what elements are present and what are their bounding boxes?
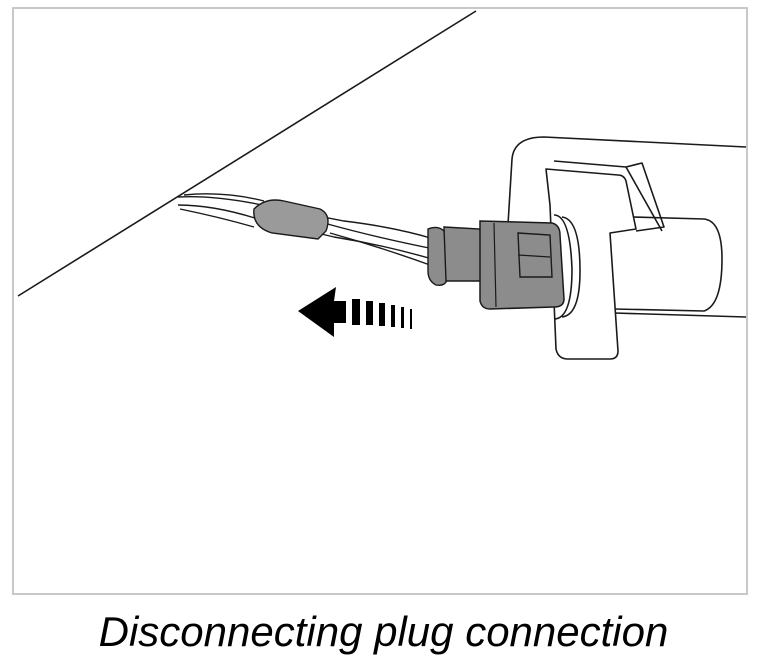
plug-body-middle [443,226,483,282]
left-arrow-icon [298,287,412,337]
sensor-housing [505,136,746,360]
figure-caption: Disconnecting plug connection [98,608,669,655]
wire-sleeve [253,199,329,240]
plug-release-latch [517,232,553,278]
plug-disconnection-illustration [17,10,746,360]
plug-rear-collar [427,226,449,287]
panel-edge-line [17,10,477,297]
figure-frame [12,7,748,595]
